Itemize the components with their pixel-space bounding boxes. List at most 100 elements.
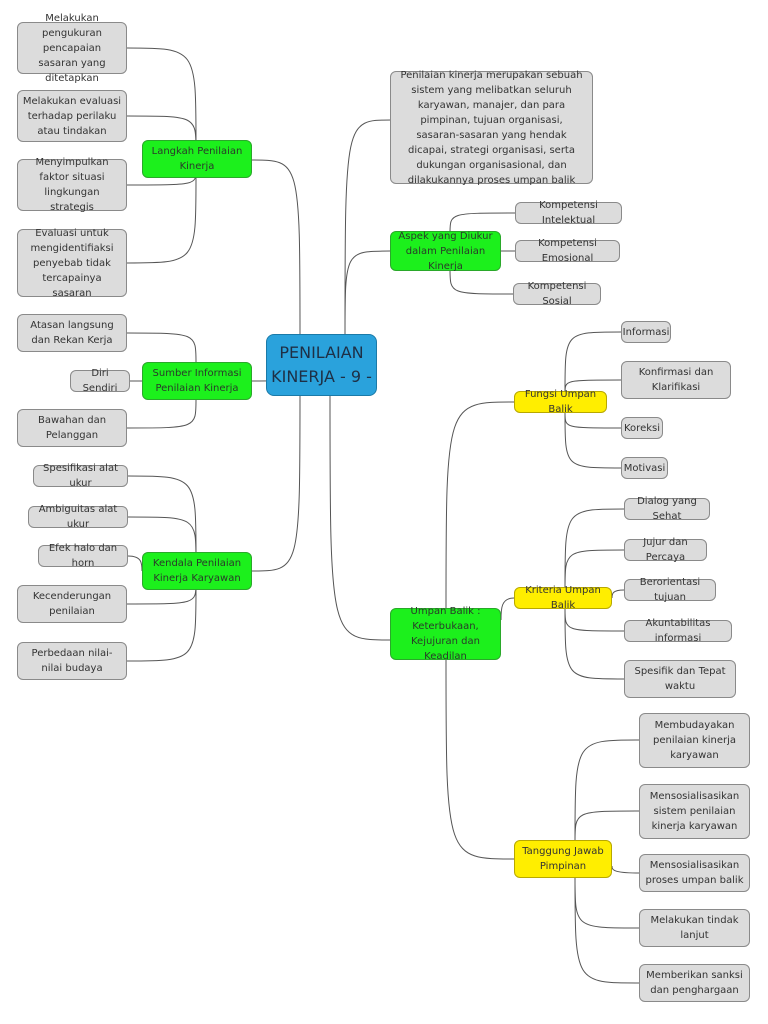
kendala-item-label: Ambiguitas alat ukur [38,504,118,530]
aspek-item-2[interactable]: Kompetensi Emosional [515,238,620,264]
fungsi-item-label: Motivasi [623,462,666,474]
langkah-item-label: Evaluasi untuk mengidentifiaksi penyebab… [30,227,114,299]
sumber-item-2[interactable]: Diri Sendiri [70,368,130,394]
sumber-item-label: Bawahan dan Pelanggan [37,415,107,441]
tanggung-item-label: Melakukan tindak lanjut [650,915,739,941]
fungsi-item-2[interactable]: Konfirmasi dan Klarifikasi [621,361,731,399]
tanggung-item-label: Memberikan sanksi dan penghargaan [646,970,743,996]
langkah-item-2[interactable]: Melakukan evaluasi terhadap perilaku ata… [17,90,127,142]
tanggung-item-label: Mensosialisasikan proses umpan balik [645,860,744,886]
branch-sumber-label: Sumber Informasi Penilaian Kinerja [152,368,242,394]
kendala-item-3[interactable]: Efek halo dan horn [38,543,128,569]
subbranch-kriteria-label: Kriteria Umpan Balik [525,585,601,611]
tanggung-item-2[interactable]: Mensosialisasikan sistem penilaian kiner… [639,784,750,839]
sumber-item-3[interactable]: Bawahan dan Pelanggan [17,409,127,447]
kendala-item-2[interactable]: Ambiguitas alat ukur [28,504,128,530]
connector-line [574,739,640,841]
branch-langkah-label: Langkah Penilaian Kinerja [151,146,243,172]
connector-line [127,555,143,572]
connector-line [251,159,301,337]
connector-line [574,810,640,843]
kendala-item-5[interactable]: Perbedaan nilai-nilai budaya [17,642,127,680]
kriteria-item-4[interactable]: Akuntabilitas informasi [624,618,732,644]
kriteria-item-label: Spesifik dan Tepat waktu [634,666,726,692]
branch-umpan-balik[interactable]: Umpan Balik : Keterbukaan, Kejujuran dan… [390,606,501,662]
branch-umpan-balik-label: Umpan Balik : Keterbukaan, Kejujuran dan… [410,606,481,662]
root-topic-label: PENILAIAN KINERJA - 9 - [271,343,372,386]
branch-kendala[interactable]: Kendala Penilaian Kinerja Karyawan [142,552,252,590]
subbranch-kriteria[interactable]: Kriteria Umpan Balik [514,585,612,611]
kriteria-item-2[interactable]: Jujur dan Percaya [624,537,707,563]
langkah-item-3[interactable]: Menyimpulkan faktor situasi lingkungan s… [17,157,127,213]
connector-line [329,395,391,641]
kendala-item-label: Perbedaan nilai-nilai budaya [31,648,113,674]
langkah-item-label: Melakukan evaluasi terhadap perilaku ata… [22,95,122,137]
fungsi-item-label: Konfirmasi dan Klarifikasi [638,367,714,393]
connector-line [564,608,625,680]
connector-line [344,119,392,337]
subbranch-fungsi[interactable]: Fungsi Umpan Balik [514,389,607,415]
connector-line [251,389,301,572]
aspek-item-1[interactable]: Kompetensi Intelektual [515,200,622,226]
fungsi-item-label: Koreksi [624,422,661,434]
connector-line [126,587,197,662]
tanggung-item-3[interactable]: Mensosialisasikan proses umpan balik [639,854,750,892]
definition-note[interactable]: Penilaian kinerja merupakan sebuah siste… [390,70,593,186]
kriteria-item-label: Dialog yang Sehat [637,496,697,522]
connector-line [126,47,197,143]
connector-line [449,268,514,295]
tanggung-item-5[interactable]: Memberikan sanksi dan penghargaan [639,964,750,1002]
langkah-item-4[interactable]: Evaluasi untuk mengidentifiaksi penyebab… [17,228,127,299]
branch-aspek[interactable]: Aspek yang Diukur dalam Penilaian Kinerj… [390,230,501,272]
branch-langkah[interactable]: Langkah Penilaian Kinerja [142,140,252,178]
connector-line [500,597,515,621]
aspek-item-label: Kompetensi Sosial [527,281,587,307]
connector-line [574,877,640,984]
kriteria-item-label: Jujur dan Percaya [643,537,688,563]
connector-line [611,589,625,599]
connector-line [449,212,516,234]
aspek-item-label: Kompetensi Intelektual [539,200,598,226]
kendala-item-label: Efek halo dan horn [48,543,118,569]
fungsi-item-3[interactable]: Koreksi [621,417,663,439]
kriteria-item-5[interactable]: Spesifik dan Tepat waktu [624,660,736,698]
subbranch-tanggung-jawab-label: Tanggung Jawab Pimpinan [522,846,604,872]
sumber-item-label: Diri Sendiri [82,368,118,394]
connector-line [445,659,515,860]
kendala-item-label: Kecenderungan penilaian [32,591,112,617]
fungsi-item-label: Informasi [622,326,670,338]
subbranch-tanggung-jawab[interactable]: Tanggung Jawab Pimpinan [514,840,612,878]
connector-line [344,250,391,337]
connector-line [564,331,622,392]
connector-line [127,475,197,556]
tanggung-item-1[interactable]: Membudayakan penilaian kinerja karyawan [639,713,750,768]
fungsi-item-4[interactable]: Motivasi [621,457,668,479]
kendala-item-label: Spesifikasi alat ukur [43,463,118,489]
kendala-item-1[interactable]: Spesifikasi alat ukur [33,463,128,489]
connector-line [574,877,640,929]
langkah-item-1[interactable]: Melakukan pengukuran pencapaian sasaran … [17,13,127,84]
tanggung-item-label: Membudayakan penilaian kinerja karyawan [652,720,737,761]
root-topic[interactable]: PENILAIAN KINERJA - 9 - [266,334,377,396]
connector-line [126,177,197,264]
branch-aspek-label: Aspek yang Diukur dalam Penilaian Kinerj… [398,230,493,272]
connector-line [126,399,197,429]
connector-line [564,379,622,394]
tanggung-item-label: Mensosialisasikan sistem penilaian kiner… [649,791,740,832]
fungsi-item-1[interactable]: Informasi [621,321,671,343]
sumber-item-label: Atasan langsung dan Rekan Kerja [30,320,114,346]
connector-line [445,401,515,609]
sumber-item-1[interactable]: Atasan langsung dan Rekan Kerja [17,314,127,352]
kriteria-item-label: Akuntabilitas informasi [645,618,711,644]
connector-line [564,508,625,588]
kendala-item-4[interactable]: Kecenderungan penilaian [17,585,127,623]
tanggung-item-4[interactable]: Melakukan tindak lanjut [639,909,750,947]
connector-line [127,516,197,561]
connector-line [611,865,640,874]
kriteria-item-3[interactable]: Berorientasi tujuan [624,577,716,603]
aspek-item-3[interactable]: Kompetensi Sosial [513,281,601,307]
connector-line [564,412,622,469]
branch-sumber[interactable]: Sumber Informasi Penilaian Kinerja [142,362,252,400]
branch-kendala-label: Kendala Penilaian Kinerja Karyawan [152,558,242,584]
kriteria-item-1[interactable]: Dialog yang Sehat [624,496,710,522]
